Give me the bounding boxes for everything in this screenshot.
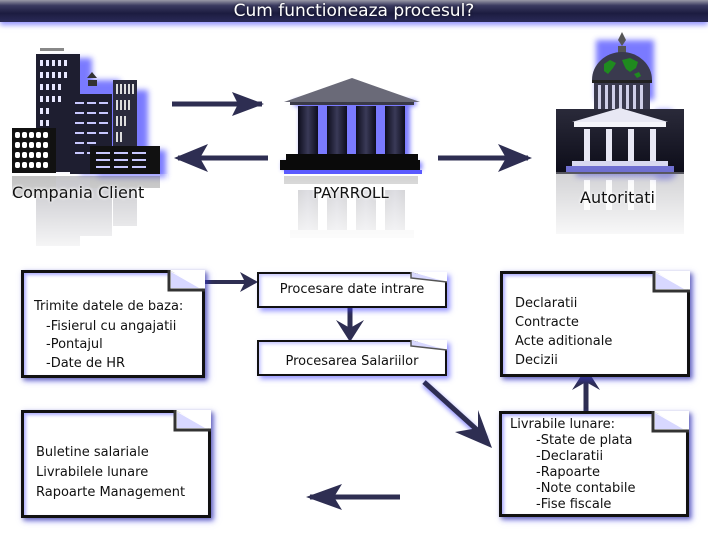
- list-item: -Fise fiscale: [536, 497, 612, 512]
- list-item: -Pontajul: [46, 337, 103, 352]
- authorities-label: Autoritati: [580, 188, 655, 207]
- list-item: Acte aditionale: [515, 334, 613, 349]
- client-output-document: Buletine salariale Livrabilele lunare Ra…: [21, 410, 211, 518]
- client-input-document: Trimite datele de baza: -Fisierul cu ang…: [21, 270, 205, 378]
- list-item: Declaratii: [515, 296, 578, 311]
- client-label: Compania Client: [12, 183, 145, 202]
- process-input-step: Procesare date intrare: [257, 272, 448, 308]
- arrow-payroll-to-client: [174, 144, 268, 172]
- arrow-client-to-payroll: [172, 92, 264, 116]
- list-item: -Fisierul cu angajatii: [46, 319, 177, 334]
- arrow-salaries-to-deliverables: [421, 380, 492, 448]
- office-buildings-icon: [8, 48, 168, 260]
- list-item: Livrabilele lunare: [36, 465, 149, 480]
- arrow-processing-down: [336, 303, 364, 342]
- client-input-heading: Trimite datele de baza:: [34, 299, 184, 314]
- arrow-input-to-processing: [205, 272, 258, 292]
- list-item: Contracte: [515, 315, 579, 330]
- list-item: -Rapoarte: [536, 465, 601, 480]
- arrow-deliverables-to-authorities: [572, 368, 600, 413]
- process-salaries-label: Procesarea Salariilor: [285, 354, 419, 369]
- process-input-label: Procesare date intrare: [279, 282, 425, 297]
- payroll-label: PAYRROLL: [313, 184, 389, 202]
- folded-corner-icon: [651, 411, 689, 433]
- list-item: -Note contabile: [536, 481, 636, 496]
- folded-corner-icon: [167, 270, 205, 292]
- list-item: Rapoarte Management: [36, 485, 186, 500]
- list-item: -Declaratii: [536, 449, 604, 464]
- process-salaries-step: Procesarea Salariilor: [257, 340, 448, 376]
- folded-corner-icon: [652, 271, 690, 293]
- list-item: Decizii: [515, 353, 558, 368]
- list-item: -Date de HR: [46, 356, 126, 371]
- folded-corner-icon: [410, 272, 448, 283]
- arrow-deliverables-to-client: [306, 484, 400, 510]
- folded-corner-icon: [410, 340, 448, 351]
- folded-corner-icon: [173, 410, 211, 432]
- list-item: Buletine salariale: [36, 445, 149, 460]
- title-bar: Cum functioneaza procesul?: [0, 0, 708, 22]
- authorities-documents: Declaratii Contracte Acte aditionale Dec…: [500, 271, 690, 377]
- list-item: -State de plata: [536, 433, 633, 448]
- government-capitol-icon: [556, 32, 686, 245]
- bank-building-icon: [280, 78, 425, 253]
- monthly-deliverables-document: Livrabile lunare: -State de plata -Decla…: [499, 411, 689, 517]
- monthly-deliverables-heading: Livrabile lunare:: [510, 417, 615, 432]
- page-title: Cum functioneaza procesul?: [233, 1, 475, 21]
- arrow-payroll-to-authorities: [438, 144, 532, 172]
